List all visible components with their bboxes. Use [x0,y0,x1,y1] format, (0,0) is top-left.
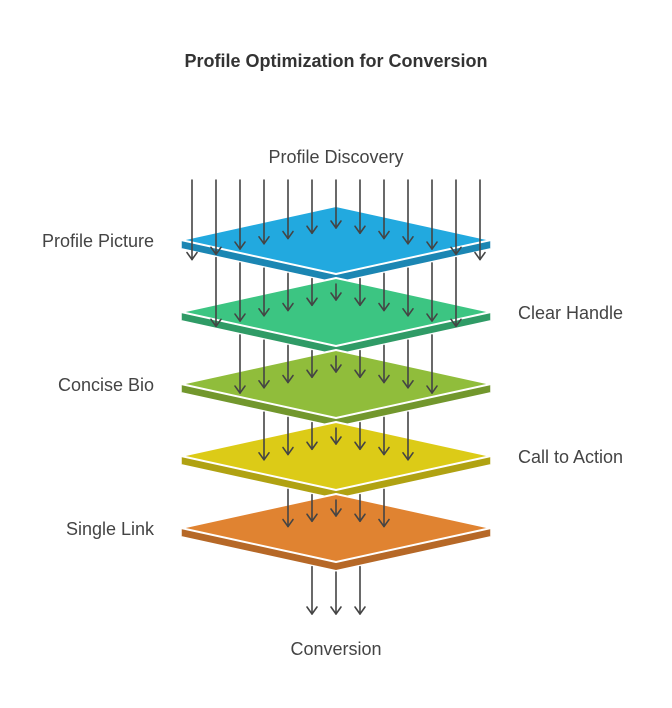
flow-arrow [354,565,366,615]
flow-arrow [474,179,486,261]
flow-arrow [258,179,270,245]
flow-arrow [330,499,342,517]
bottom-label: Conversion [290,639,381,659]
layer-label-3: Concise Bio [58,375,154,395]
flow-arrow [306,179,318,235]
layer-4 [180,421,492,498]
flow-arrow [282,344,294,384]
flow-arrow [402,339,414,389]
flow-arrow [306,421,318,451]
layer-3 [180,349,492,426]
flow-arrow [378,416,390,456]
flow-arrow [450,256,462,328]
flow-arrow [354,421,366,451]
flow-arrow [330,427,342,445]
flow-arrow [330,571,342,615]
layer-side [181,312,491,354]
flow-arrow [258,411,270,461]
flow-arrow [426,334,438,394]
layer-side [181,528,491,570]
layer-2 [180,277,492,354]
flow-arrow [354,277,366,307]
flow-arrow [234,179,246,250]
flow-arrow [354,179,366,235]
flow-arrow [378,344,390,384]
layer-side [181,240,491,282]
flow-arrow [210,179,222,256]
flow-arrow [354,349,366,379]
flow-arrow [378,179,390,240]
flow-arrow [282,488,294,528]
flow-arrow [306,349,318,379]
flow-arrow [450,179,462,256]
flow-arrow [234,334,246,394]
flow-arrow [234,262,246,322]
flow-arrow [186,179,198,261]
flow-arrow [210,256,222,328]
layer-side [181,456,491,498]
layers-group [180,205,492,570]
layer-5 [180,493,492,570]
layer-1 [180,205,492,282]
flow-arrow [282,272,294,312]
flow-arrow [306,277,318,307]
flow-arrow [258,267,270,317]
flow-arrow [330,283,342,301]
diagram-title: Profile Optimization for Conversion [184,51,487,71]
flow-arrow [330,179,342,229]
layer-label-4: Call to Action [518,447,623,467]
arrows-group [186,179,486,615]
flow-arrow [306,565,318,615]
flow-arrow [402,411,414,461]
layer-label-2: Clear Handle [518,303,623,323]
flow-arrow [378,488,390,528]
flow-arrow [282,179,294,240]
flow-arrow [306,493,318,523]
flow-arrow [378,272,390,312]
layer-label-1: Profile Picture [42,231,154,251]
flow-arrow [282,416,294,456]
flow-arrow [402,267,414,317]
flow-arrow [354,493,366,523]
layer-side [181,384,491,426]
flow-arrow [426,262,438,322]
flow-arrow [258,339,270,389]
flow-arrow [330,355,342,373]
top-label: Profile Discovery [268,147,403,167]
flow-arrow [402,179,414,245]
flow-arrow [426,179,438,250]
layer-label-5: Single Link [66,519,155,539]
